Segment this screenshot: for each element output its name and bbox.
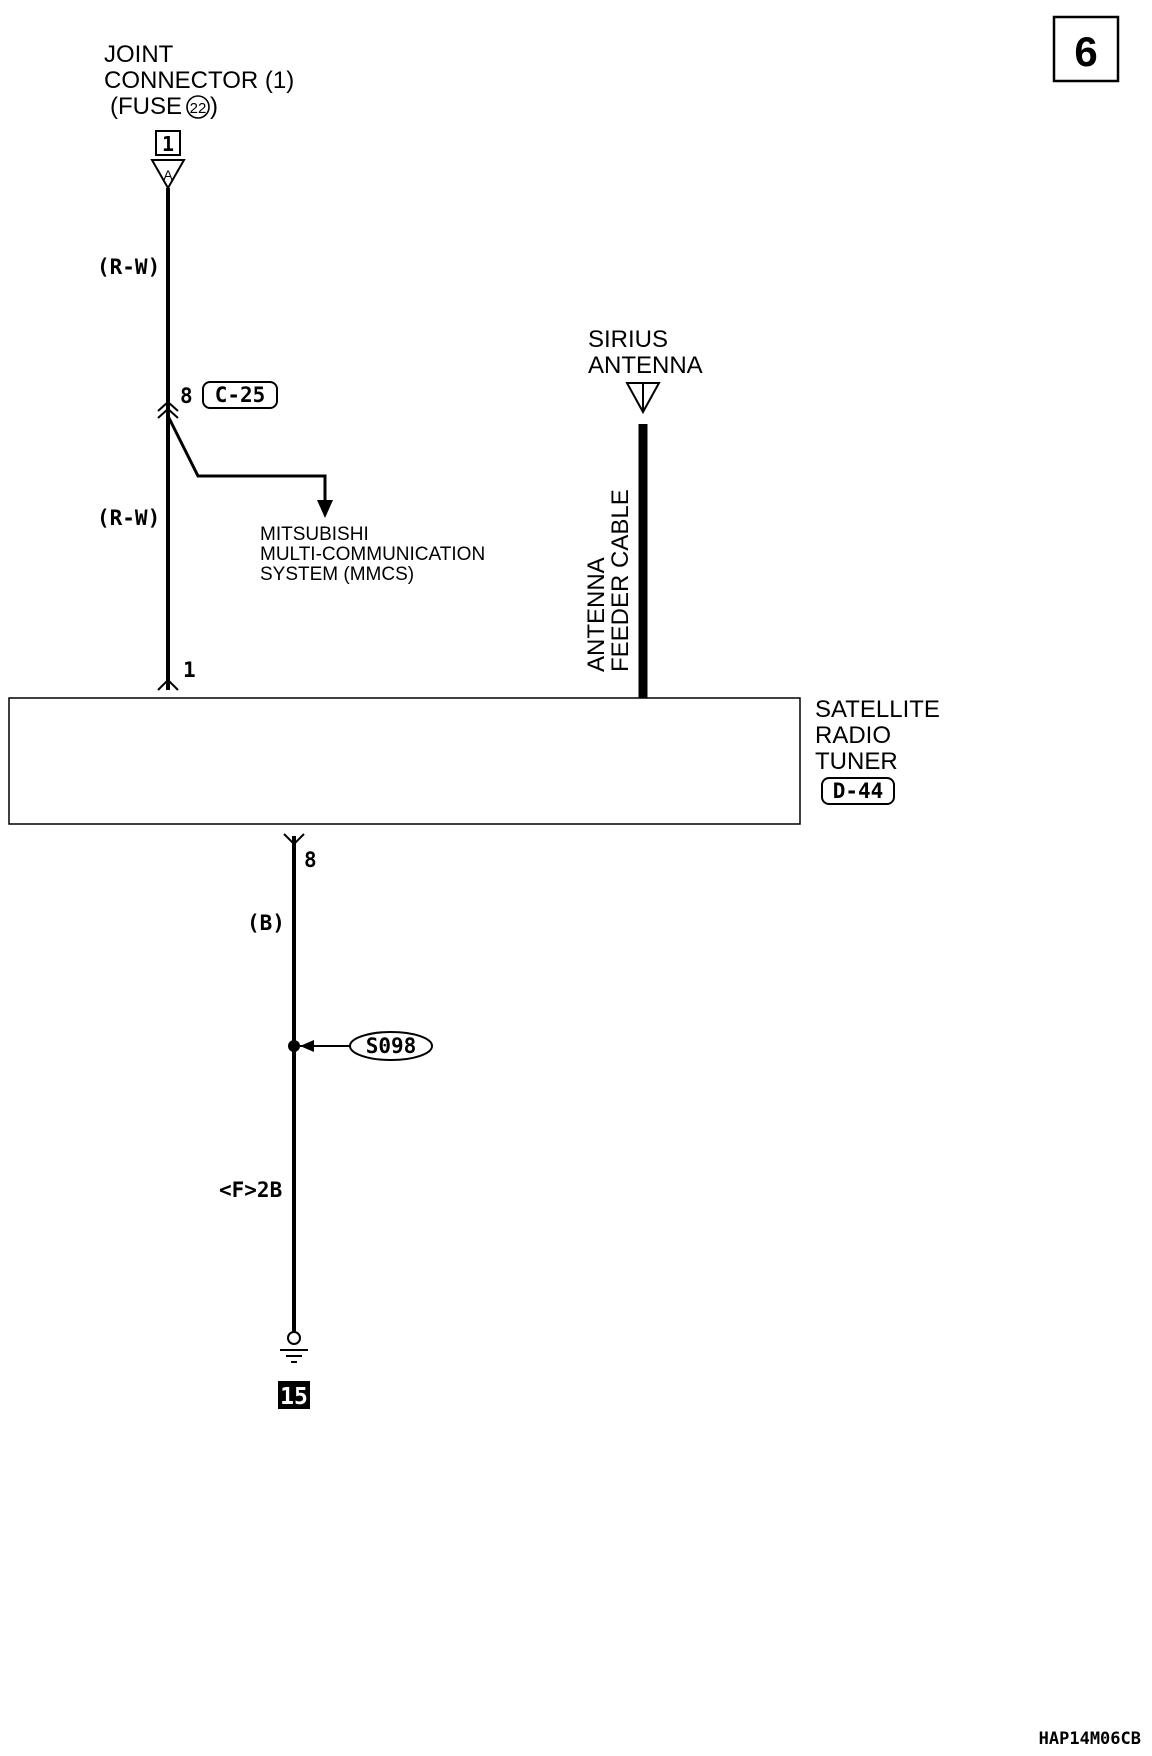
ground-number-badge: 15 — [278, 1381, 310, 1410]
wire-color-middle: (R-W) — [97, 506, 160, 530]
ground-symbol-icon — [280, 1331, 308, 1363]
svg-text:A: A — [163, 167, 173, 183]
satellite-radio-tuner-box — [8, 697, 801, 825]
joint-connector-label-fuse-prefix: (FUSE — [110, 93, 182, 120]
tuner-pin1-label: 1 — [183, 658, 196, 682]
joint-connector-label-line1: JOINT — [104, 41, 174, 68]
joint-connector-label-line2: CONNECTOR (1) — [104, 67, 294, 94]
connector-c25-pin: 8 — [180, 384, 193, 408]
antenna-label-line2: ANTENNA — [588, 352, 703, 379]
svg-text:S098: S098 — [366, 1034, 417, 1058]
joint-connector-label-fuse-suffix: ) — [210, 93, 218, 120]
antenna-label-line1: SIRIUS — [588, 326, 668, 353]
wire-color-upper: (R-W) — [97, 255, 160, 279]
wire-color-ground: (B) — [247, 911, 285, 935]
tuner-pin8-label: 8 — [304, 848, 317, 872]
arrow-down-icon — [317, 500, 333, 518]
svg-text:1: 1 — [162, 132, 174, 156]
svg-text:C-25: C-25 — [215, 383, 266, 407]
page-number-box: 6 — [1052, 15, 1120, 83]
joint-connector-terminal: 1 — [155, 130, 181, 156]
ground-path-label: <F>2B — [219, 1178, 282, 1202]
wire-branch-mmcs — [166, 415, 327, 502]
tuner-label-line2: RADIO — [815, 722, 891, 749]
antenna-cable-label-line2: FEEDER CABLE — [607, 489, 634, 672]
mmcs-label-line3: SYSTEM (MMCS) — [260, 564, 414, 585]
joint-connector-triangle: A — [150, 159, 186, 191]
connector-c25-id-box: C-25 — [202, 381, 278, 409]
splice-point — [288, 1040, 300, 1052]
tuner-label-line1: SATELLITE — [815, 696, 940, 723]
antenna-icon — [625, 382, 661, 415]
svg-text:15: 15 — [280, 1384, 308, 1410]
page-number: 6 — [1074, 28, 1097, 75]
connector-c25-mark — [157, 400, 179, 419]
mmcs-label-line2: MULTI-COMMUNICATION — [260, 544, 485, 565]
tuner-pin1-mark — [157, 678, 179, 691]
svg-text:22: 22 — [190, 100, 207, 117]
diagram-code: HAP14M06CB — [1039, 1729, 1141, 1749]
svg-text:D-44: D-44 — [833, 779, 884, 803]
fuse-number-circle: 22 — [186, 95, 210, 119]
tuner-connector-id-box: D-44 — [821, 777, 895, 805]
tuner-label-line3: TUNER — [815, 748, 898, 775]
mmcs-label-line1: MITSUBISHI — [260, 524, 369, 545]
splice-id-ellipse: S098 — [349, 1031, 433, 1061]
arrow-left-icon — [300, 1040, 314, 1052]
antenna-cable-label-line1: ANTENNA — [583, 557, 610, 672]
